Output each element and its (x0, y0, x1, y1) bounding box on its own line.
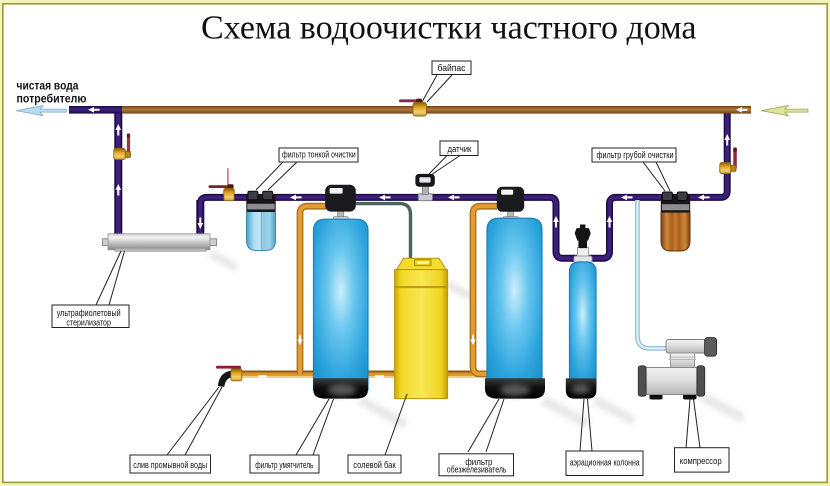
svg-text:стерилизатор: стерилизатор (66, 316, 111, 327)
svg-text:датчик: датчик (448, 143, 472, 154)
svg-text:компрессор: компрессор (680, 455, 722, 466)
svg-text:аэрационная колонна: аэрационная колонна (570, 456, 640, 467)
svg-text:байпас: байпас (438, 63, 466, 73)
svg-text:фильтр тонкой очистки: фильтр тонкой очистки (282, 148, 356, 159)
svg-text:солевой бак: солевой бак (353, 459, 396, 470)
svg-text:ультрафиолетовый: ультрафиолетовый (57, 307, 121, 318)
svg-text:чистая вода: чистая вода (17, 80, 80, 93)
svg-text:слив промывной воды: слив промывной воды (133, 459, 207, 470)
svg-text:фильтр грубой очистки: фильтр грубой очистки (597, 149, 674, 160)
svg-text:потребителю: потребителю (17, 93, 87, 106)
svg-text:Схема водоочистки частного дом: Схема водоочистки частного дома (201, 10, 696, 47)
svg-text:обезжелезиватель: обезжелезиватель (447, 463, 507, 474)
svg-text:фильтр умягчитель: фильтр умягчитель (255, 460, 313, 470)
svg-text:фильтр: фильтр (465, 456, 492, 467)
